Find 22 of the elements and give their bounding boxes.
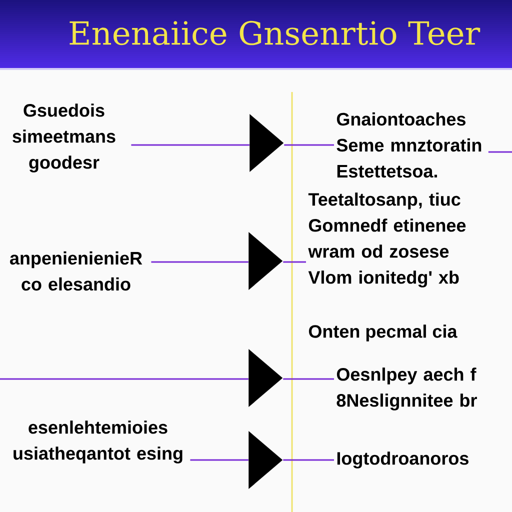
- text-label: Onten pecmal cia: [308, 324, 458, 342]
- connector-line: [0, 378, 248, 380]
- triangle-marker: [250, 114, 284, 172]
- node-label: Gnaiontoaches Seme mnztoratin Estettetsoa.: [336, 112, 482, 178]
- node-label: esenlehtemioies usiatheqantot esing: [14, 420, 182, 464]
- node-label: anpenienienieR co elesandio: [10, 251, 142, 291]
- title-banner: Enenaiice Gnsenrtio Teer: [0, 0, 512, 70]
- node-label: Oesnlpey aech f 8Neslignnitee br: [336, 368, 477, 410]
- connector-line: [151, 261, 248, 263]
- triangle-marker: [248, 232, 283, 290]
- triangle-marker: [248, 349, 283, 407]
- node-label: Gsuedois simeetmans goodesr: [12, 104, 116, 172]
- triangle-marker: [248, 431, 283, 489]
- connector-line: [190, 459, 248, 461]
- connector-line: [283, 261, 306, 263]
- connector-line: [284, 144, 334, 146]
- connector-line: [488, 151, 512, 153]
- node-label: Teetaltosanp, tiuc Gomnedf etinenee wram od zosese Vlom ionitedg' xb: [308, 192, 466, 288]
- connector-line: [283, 459, 334, 461]
- connector-line: [131, 144, 250, 146]
- connector-line: [283, 378, 334, 380]
- node-label: Iogtodroanoros: [337, 452, 468, 468]
